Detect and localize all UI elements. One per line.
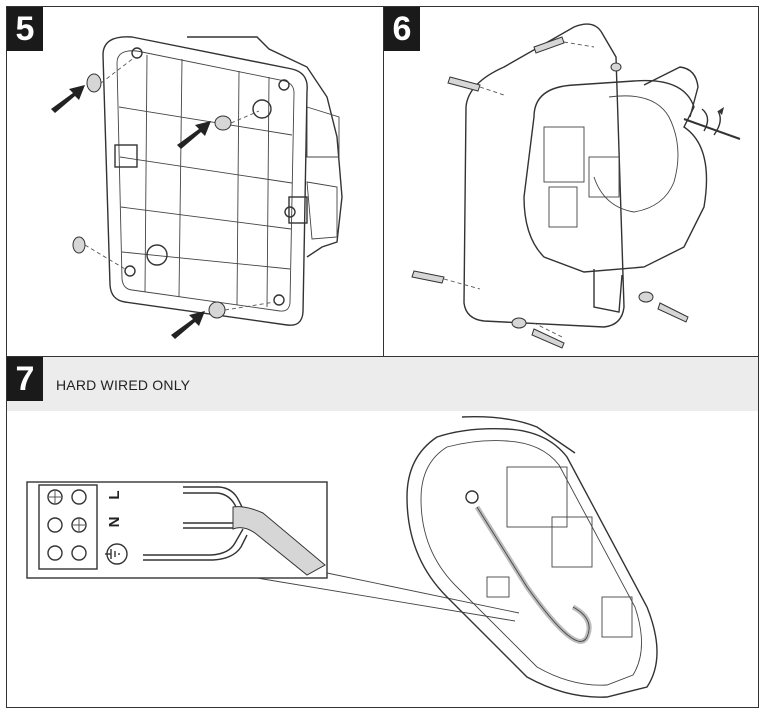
step-7-header [7,357,758,411]
callout-leader-1 [256,577,516,622]
pcb-component [588,156,620,198]
backplate-inner-outline [116,50,295,312]
cable-gland [593,269,623,313]
step-5-number: 5 [7,7,43,51]
tilted-backplate [463,23,625,328]
grommets [72,73,232,319]
step-7-panel: 7 HARD WIRED ONLY L N [6,356,759,708]
relay-component [551,516,593,568]
step-7-number: 7 [7,357,43,401]
internal-cable-outline [476,506,590,642]
guide-lines [84,56,276,311]
right-bracket-tab [288,196,308,224]
left-bracket-tab [114,144,138,168]
screwdriver-icon [683,107,741,140]
backplate-ribs [118,54,293,308]
relay-component [543,126,585,183]
terminal-callout-box [26,481,328,579]
unit-mounting-illustration [411,23,741,349]
supply-wires [143,486,326,576]
callout-leader-2 [326,572,520,614]
step-6-panel: 6 [383,6,759,358]
charger-housing [406,428,658,698]
terminal-block [38,484,98,570]
charger-housing-inner [420,440,642,686]
wiring-illustration: L N [26,416,658,698]
cable-sheath [232,506,326,576]
terminal-component [548,186,578,228]
terminal-label-n: N [106,517,123,528]
backplate-outline [102,36,308,326]
step-7-title: HARD WIRED ONLY [56,377,191,393]
bracket-component [486,576,510,598]
step-6-number: 6 [384,7,420,51]
housing-top-edge [461,416,576,454]
screw-guide-lines [443,41,595,338]
mounting-holes [124,47,296,306]
backplate-illustration [51,36,343,339]
unit-housing-curve [593,95,679,213]
contactor-component [506,466,568,528]
mains-terminal-block [601,596,633,638]
unit-body-outline [187,36,343,258]
insert-arrows [51,85,211,339]
washers [511,62,654,329]
unit-connectors [306,106,340,240]
unit-housing [523,79,708,273]
screws-and-plugs [411,36,689,349]
earth-ground-icon [105,543,128,565]
housing-screw [465,490,479,504]
step-5-panel: 5 [6,6,385,358]
terminal-label-l: L [106,490,123,499]
unit-top-cover [643,66,699,118]
